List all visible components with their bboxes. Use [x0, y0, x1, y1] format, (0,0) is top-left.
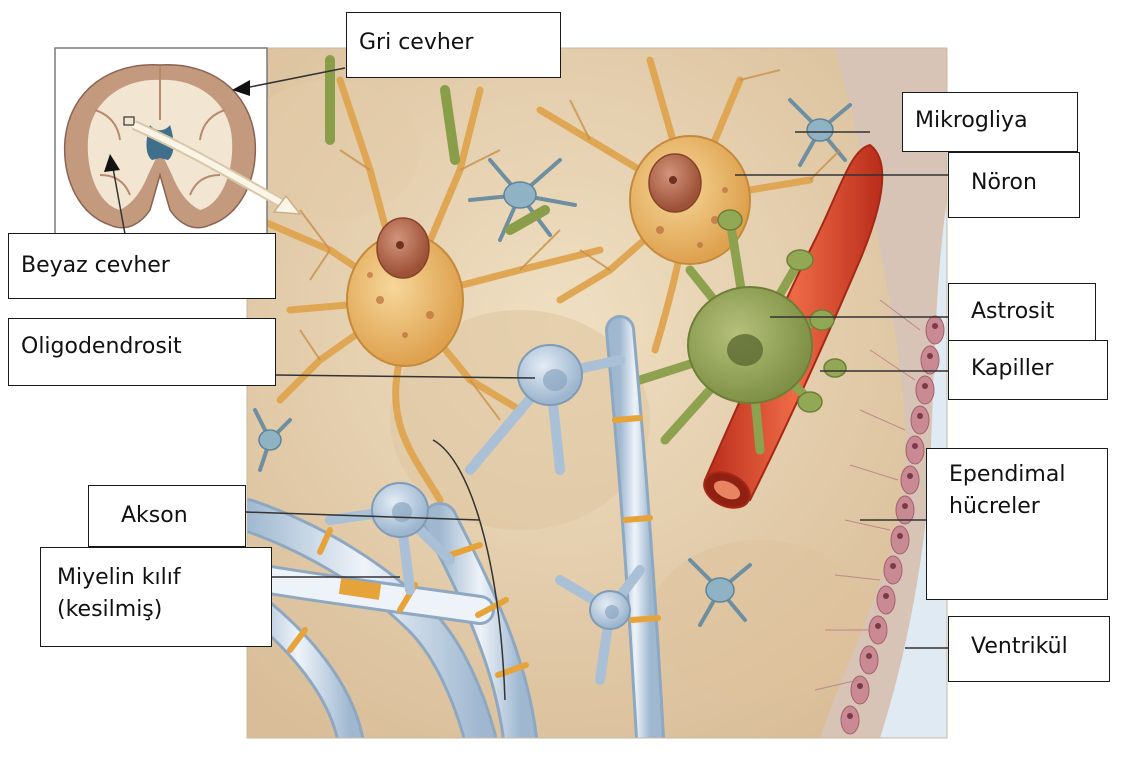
- myelin-sheath-label: Miyelin kılıf (kesilmiş): [40, 547, 272, 647]
- oligodendrocyte-label: Oligodendrosit: [8, 318, 276, 386]
- neuron-label: Nöron: [948, 152, 1080, 218]
- ependymal-line-2: hücreler: [949, 491, 1095, 523]
- tissue-panel: [240, 48, 947, 738]
- brain-section-inset: [55, 48, 300, 248]
- ventricle-label: Ventrikül: [948, 616, 1110, 682]
- gray-matter-label: Gri cevher: [346, 12, 561, 78]
- myelin-line-2: (kesilmiş): [57, 594, 259, 626]
- myelin-line-1: Miyelin kılıf: [57, 562, 259, 594]
- ependymal-line-1: Ependimal: [949, 459, 1095, 491]
- microglia-label: Mikrogliya: [902, 92, 1078, 152]
- ependymal-cells-label: Ependimal hücreler: [926, 448, 1108, 600]
- capillary-label: Kapiller: [948, 340, 1108, 400]
- axon-label: Akson: [88, 485, 246, 547]
- astrocyte-label: Astrosit: [948, 283, 1096, 343]
- white-matter-label: Beyaz cevher: [8, 233, 276, 299]
